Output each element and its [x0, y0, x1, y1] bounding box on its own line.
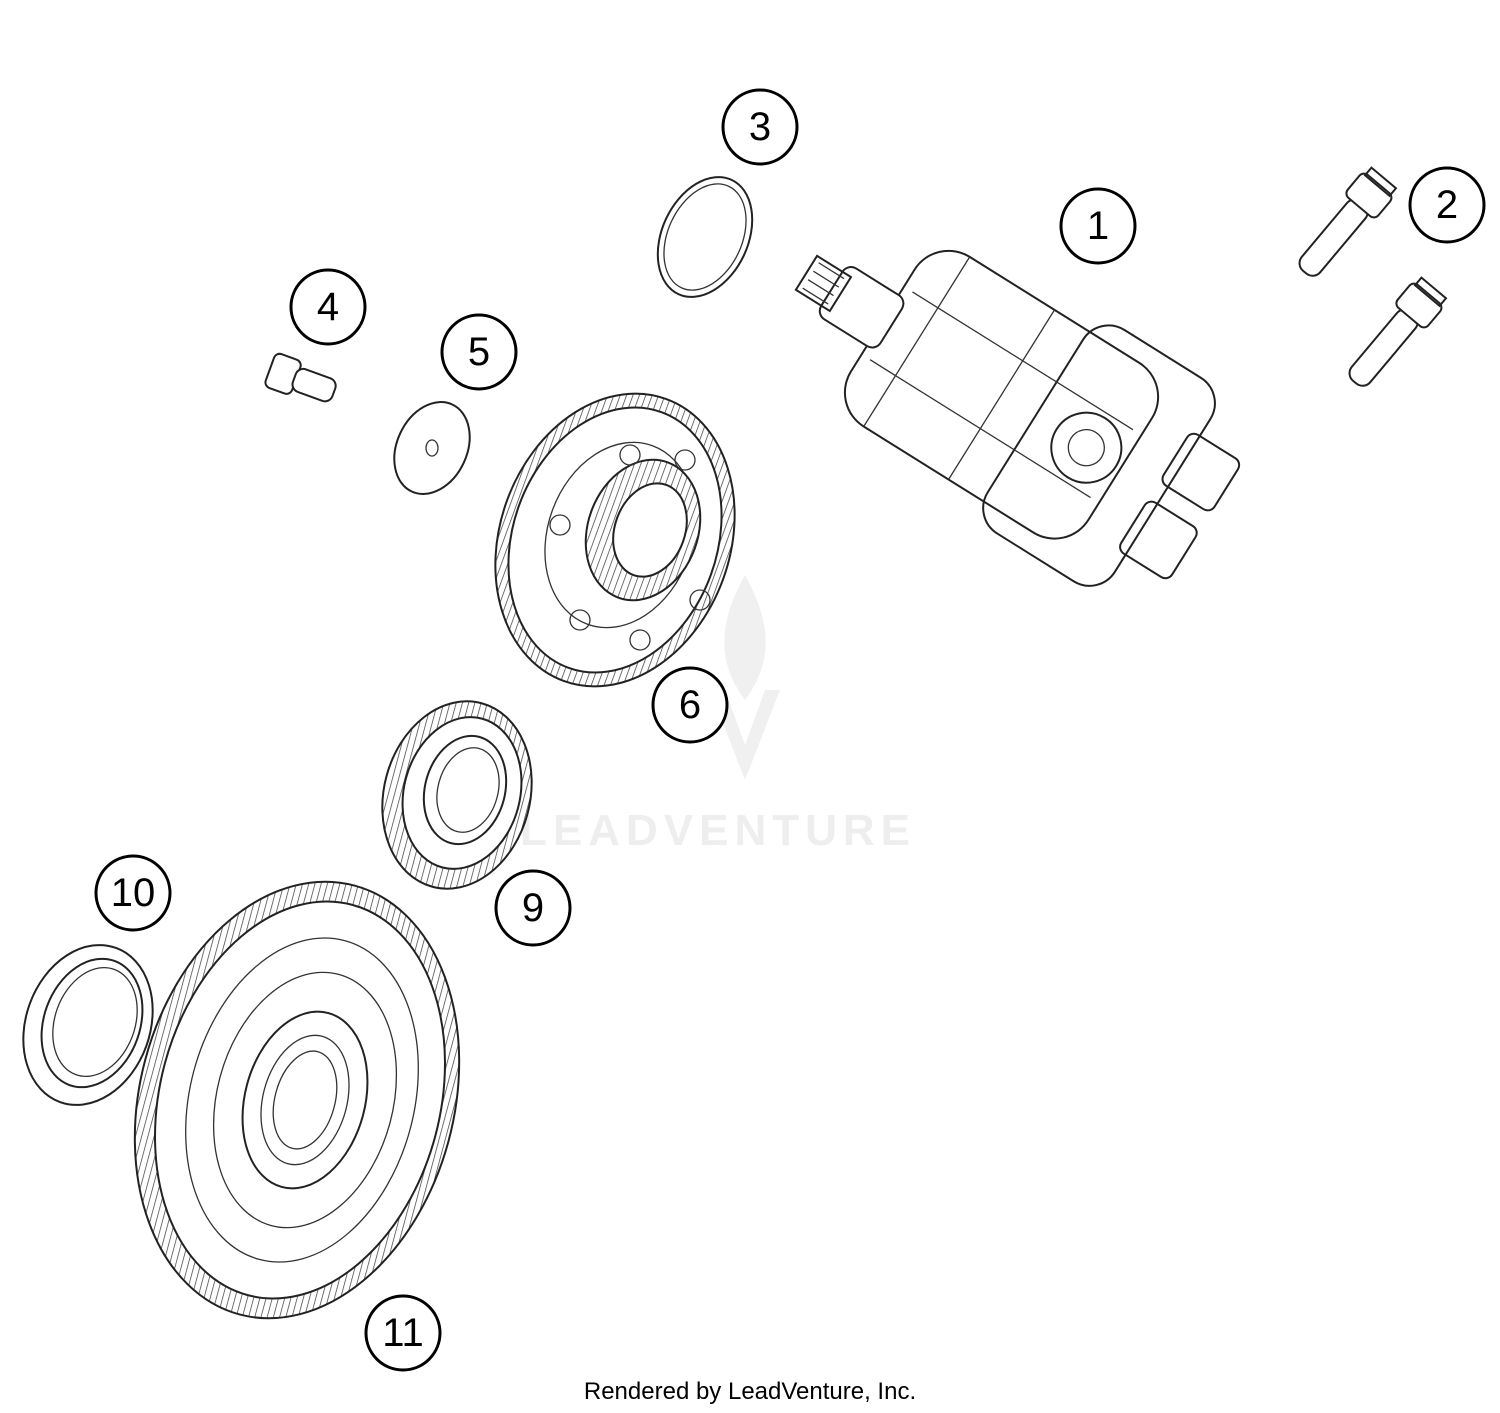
bolt-lower — [1348, 276, 1448, 387]
callout-5: 5 — [440, 313, 518, 391]
callout-4: 4 — [289, 268, 367, 346]
svg-text:3: 3 — [749, 105, 771, 149]
small-gear — [381, 700, 533, 890]
intermediate-gear — [494, 392, 736, 688]
callout-3: 3 — [721, 88, 799, 166]
callout-1: 1 — [1059, 187, 1137, 265]
callout-11: 11 — [364, 1294, 442, 1372]
render-credit: Rendered by LeadVenture, Inc. — [583, 1378, 917, 1405]
svg-text:2: 2 — [1436, 183, 1458, 227]
svg-text:9: 9 — [522, 886, 544, 930]
callout-10: 10 — [94, 854, 172, 932]
large-gear — [133, 880, 461, 1320]
bolt-upper — [1298, 166, 1398, 277]
o-ring — [656, 176, 754, 298]
callout-6: 6 — [651, 666, 729, 744]
washer — [393, 401, 471, 495]
svg-text:6: 6 — [679, 683, 701, 727]
svg-text:1: 1 — [1087, 204, 1109, 248]
svg-text:4: 4 — [317, 285, 339, 329]
svg-text:11: 11 — [382, 1311, 424, 1355]
small-bolt — [264, 352, 337, 403]
callout-2: 2 — [1408, 166, 1486, 244]
starter-motor — [794, 249, 1241, 587]
svg-text:10: 10 — [111, 871, 156, 915]
callout-9: 9 — [494, 869, 572, 947]
watermark-text: LEADVENTURE — [520, 806, 916, 855]
svg-text:5: 5 — [468, 330, 490, 374]
watermark-logo — [710, 575, 780, 780]
seal-ring — [22, 944, 154, 1106]
